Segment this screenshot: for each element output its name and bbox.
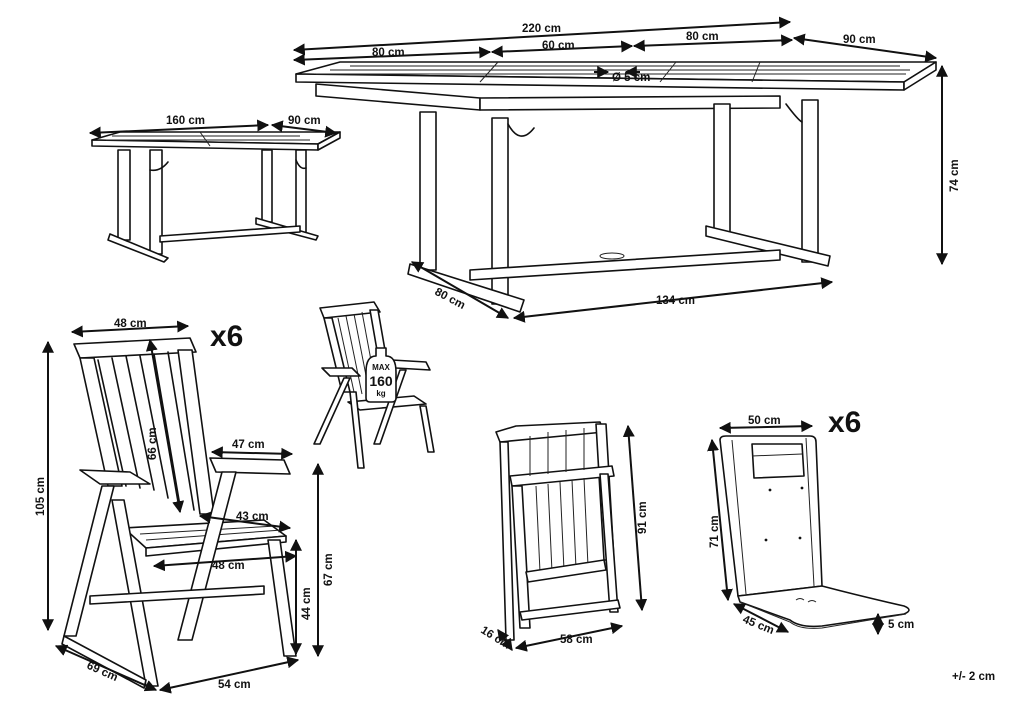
large-table-illustration [295, 61, 937, 313]
umbrella-hole-label: Ø 5 cm [612, 72, 650, 84]
tolerance-note: +/- 2 cm [952, 671, 995, 683]
small-table-length-label: 160 cm [166, 115, 205, 127]
small-table-dimensions: 160 cm 90 cm [88, 115, 338, 139]
folded-chair-illustration [495, 421, 621, 641]
max-load-line1: MAX [372, 363, 390, 372]
large-table-leaf-middle-label: 60 cm [542, 40, 575, 52]
cushion-width-label: 50 cm [748, 415, 781, 427]
large-table-leg-length-label: 134 cm [656, 295, 695, 307]
folded-chair-width-label: 58 cm [560, 634, 593, 646]
large-table-total-length-label: 220 cm [522, 23, 561, 35]
large-table-height-label: 74 cm [949, 159, 961, 192]
folded-chair-height-label: 91 cm [637, 501, 649, 534]
large-table-dimensions: 220 cm 80 cm 60 cm 80 cm 90 cm Ø 5 cm 74… [292, 16, 961, 323]
chair-seat-width-label: 48 cm [212, 560, 245, 572]
chair-quantity-label: x6 [210, 320, 243, 353]
large-table-depth-label: 90 cm [843, 34, 876, 46]
chair-seat-height-label: 44 cm [301, 587, 313, 620]
chair-armrest-height-label: 67 cm [323, 553, 335, 586]
chair-total-height-label: 105 cm [35, 477, 47, 516]
large-table-leaf-left-label: 80 cm [372, 47, 405, 59]
chair-back-height-label: 66 cm [147, 427, 159, 460]
cushion-back-length-label: 71 cm [709, 515, 721, 548]
max-load-badge: MAX 160 kg [365, 347, 397, 403]
small-table-illustration [91, 131, 341, 263]
small-table-depth-label: 90 cm [288, 115, 321, 127]
chair-base-width-label: 54 cm [218, 679, 251, 691]
cushion-illustration [719, 435, 910, 629]
chair-width-top-label: 48 cm [114, 318, 147, 330]
cushion-quantity-label: x6 [828, 406, 861, 439]
cushion-thickness-label: 5 cm [888, 619, 914, 631]
chair-armrest-width-label: 47 cm [232, 439, 265, 451]
cushion-dimensions: 50 cm x6 71 cm 45 cm 5 cm [707, 406, 914, 637]
max-load-value: 160 [369, 373, 393, 389]
large-table-leaf-right-label: 80 cm [686, 31, 719, 43]
max-load-unit: kg [376, 389, 385, 398]
chair-seat-depth-label: 43 cm [236, 511, 269, 523]
